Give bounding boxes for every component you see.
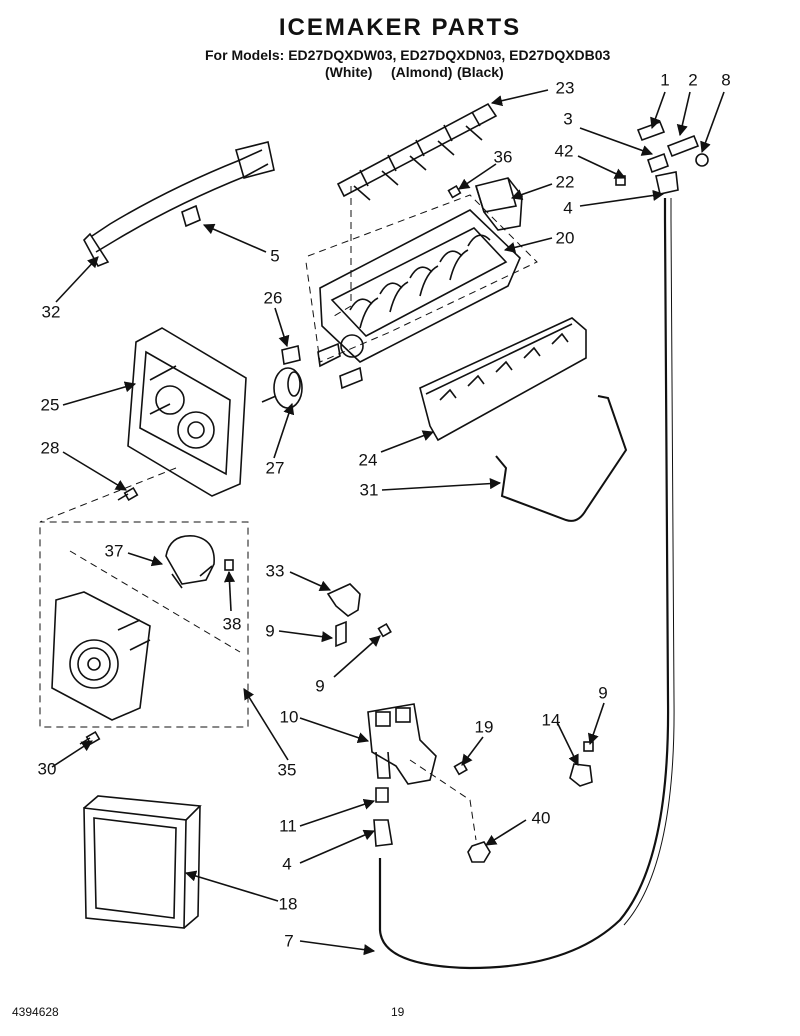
water-valve-10 xyxy=(367,703,437,785)
nut-40 xyxy=(467,841,491,863)
bracket-33 xyxy=(326,583,361,617)
callout-38: 38 xyxy=(222,614,242,634)
callout-7: 7 xyxy=(284,931,294,951)
callout-8: 8 xyxy=(721,70,731,90)
callout-32: 32 xyxy=(41,302,61,322)
callout-35: 35 xyxy=(277,760,297,780)
fitting-3 xyxy=(646,152,670,174)
wire-harness-32 xyxy=(83,141,275,268)
callout-36: 36 xyxy=(493,147,513,167)
module-35 xyxy=(51,591,151,721)
leader-lines xyxy=(51,89,725,956)
stripper-24 xyxy=(419,317,587,442)
screw-9a xyxy=(335,620,347,648)
module-housing-25 xyxy=(127,327,247,497)
screw-9c xyxy=(583,741,594,752)
screw-30 xyxy=(79,730,101,746)
water-tube xyxy=(378,198,675,970)
callout-26: 26 xyxy=(263,288,283,308)
document-number: 4394628 xyxy=(12,1005,59,1019)
finish-black: (Black) xyxy=(457,64,504,80)
callout-3: 3 xyxy=(563,109,573,129)
callout-19: 19 xyxy=(474,717,494,737)
callout-9-screw: 9 xyxy=(315,676,325,696)
fill-cup-22 xyxy=(474,177,523,231)
inlet-tube-2 xyxy=(666,134,700,158)
thermostat-27 xyxy=(261,367,303,409)
cover-18 xyxy=(83,795,202,929)
callout-28: 28 xyxy=(40,438,60,458)
callout-23: 23 xyxy=(555,78,575,98)
clip-26 xyxy=(281,345,301,365)
callout-1: 1 xyxy=(660,70,670,90)
washer-8 xyxy=(695,153,709,167)
callout-9-bracket: 9 xyxy=(265,621,275,641)
callout-40: 40 xyxy=(531,808,551,828)
screw-9b xyxy=(377,622,392,638)
inlet-fitting-1 xyxy=(636,120,666,142)
callout-5: 5 xyxy=(270,246,280,266)
mold-20 xyxy=(317,209,521,390)
callout-20: 20 xyxy=(555,228,575,248)
callout-24: 24 xyxy=(358,450,378,470)
callout-25: 25 xyxy=(40,395,60,415)
callout-18: 18 xyxy=(278,894,298,914)
ferrule-4b xyxy=(373,819,393,847)
callout-11: 11 xyxy=(279,816,297,836)
callout-22: 22 xyxy=(555,172,575,192)
nut-11 xyxy=(375,787,389,803)
callout-4-lower: 4 xyxy=(282,854,292,874)
ferrule-4a xyxy=(655,171,679,195)
callout-14: 14 xyxy=(541,710,561,730)
screw-28 xyxy=(117,486,139,502)
motor-37 xyxy=(165,535,215,589)
finish-almond: (Almond) xyxy=(391,64,453,80)
page-number: 19 xyxy=(391,1005,405,1019)
dashed-assembly-lines xyxy=(39,186,538,841)
callout-4-upper: 4 xyxy=(563,198,573,218)
screw-42 xyxy=(615,175,626,186)
callout-30: 30 xyxy=(37,759,57,779)
callout-2: 2 xyxy=(688,70,698,90)
finish-labels: (White) (Almond) (Black) xyxy=(0,64,800,82)
screw-19 xyxy=(453,760,468,776)
ejector-arm-23 xyxy=(336,102,498,201)
callout-37: 37 xyxy=(104,541,124,561)
models-line: For Models: ED27DQXDW03, ED27DQXDN03, ED… xyxy=(205,47,611,63)
page-title: ICEMAKER PARTS xyxy=(278,14,522,41)
callout-10: 10 xyxy=(279,707,299,727)
shutoff-arm-31 xyxy=(495,395,628,522)
callout-42: 42 xyxy=(554,141,574,161)
finish-white: (White) xyxy=(325,64,373,80)
screw-38 xyxy=(224,559,234,571)
callout-33: 33 xyxy=(265,561,285,581)
screw-36 xyxy=(447,184,462,199)
callout-9-clamp: 9 xyxy=(598,683,608,703)
callout-31: 31 xyxy=(359,480,379,500)
clamp-14 xyxy=(569,763,593,787)
callout-27: 27 xyxy=(265,458,285,478)
